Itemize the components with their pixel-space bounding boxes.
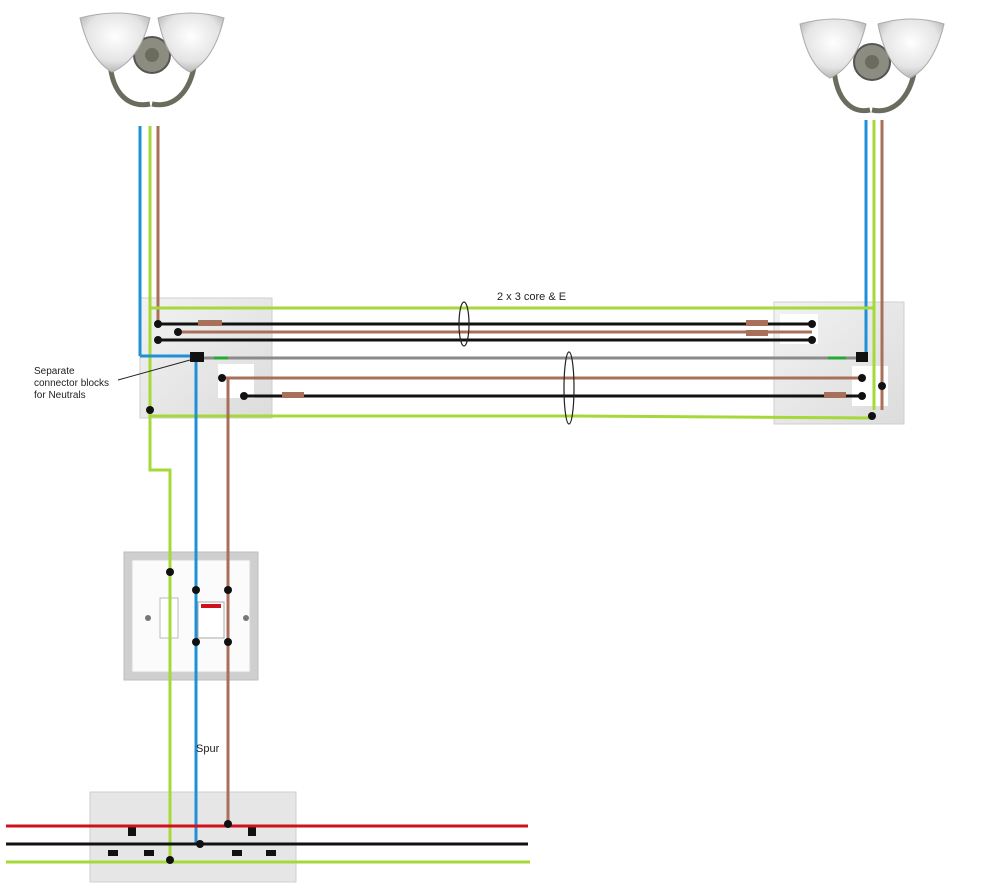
wall-light-left [79, 12, 225, 108]
terminal-dots [146, 320, 886, 864]
neutral-connector-left [190, 352, 204, 362]
neutral-note-line2: connector blocks [34, 378, 109, 389]
neutral-connector-right [856, 352, 868, 362]
cable-marker-2 [563, 351, 575, 425]
cable-1 [150, 306, 874, 342]
fused-spur-unit [123, 551, 259, 681]
neutral-note-line1: Separate [34, 366, 75, 377]
wall-light-right [799, 18, 945, 114]
spur-label: Spur [196, 743, 220, 755]
neutral-note-line3: for Neutrals [34, 390, 86, 401]
ring-main [6, 824, 530, 864]
cable-marker-1 [458, 301, 470, 347]
cable-note-label: 2 x 3 core & E [497, 291, 566, 303]
double-socket [89, 791, 297, 883]
